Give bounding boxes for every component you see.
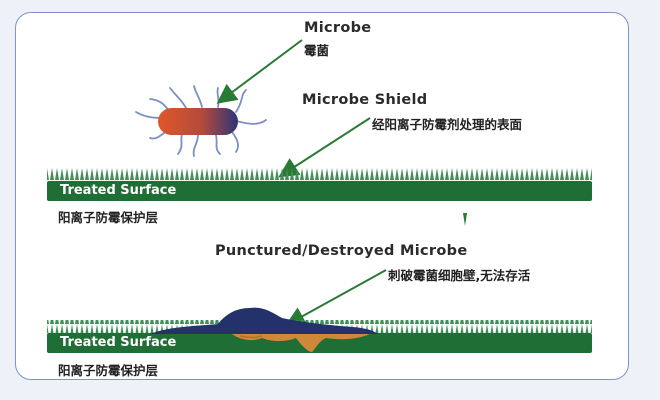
microbe-debris-line	[239, 335, 263, 339]
bottom-surface-caption: 阳离子防霉保护层	[58, 363, 159, 378]
microbe-illustration	[135, 85, 267, 157]
shield-label-en: Microbe Shield	[302, 92, 428, 108]
microbe-label-cn: 霉菌	[304, 43, 330, 58]
shield-label-cn: 经阳离子防霉剂处理的表面	[372, 117, 523, 132]
shield-arrow	[278, 117, 371, 178]
destroyed-microbe-remains	[150, 307, 378, 334]
microbe-arrow	[216, 39, 303, 104]
top-surface-spikes	[47, 168, 592, 181]
bottom-surface-label: Treated Surface	[60, 335, 177, 350]
microbe-body	[158, 108, 238, 135]
punctured-arrow	[284, 269, 387, 326]
punctured-label-cn: 刺破霉菌细胞壁,无法存活	[388, 268, 531, 283]
punctured-label-en: Punctured/Destroyed Microbe	[215, 243, 468, 259]
top-surface-label: Treated Surface	[60, 183, 177, 198]
top-surface-bar	[47, 181, 592, 201]
divider-spike-icon	[463, 213, 467, 226]
bottom-surface	[47, 307, 592, 353]
top-surface	[47, 168, 592, 201]
bottom-surface-bar	[47, 333, 592, 353]
microbe-label-en: Microbe	[304, 20, 372, 36]
top-surface-caption: 阳离子防霉保护层	[58, 210, 159, 225]
microbe-debris	[232, 334, 370, 352]
